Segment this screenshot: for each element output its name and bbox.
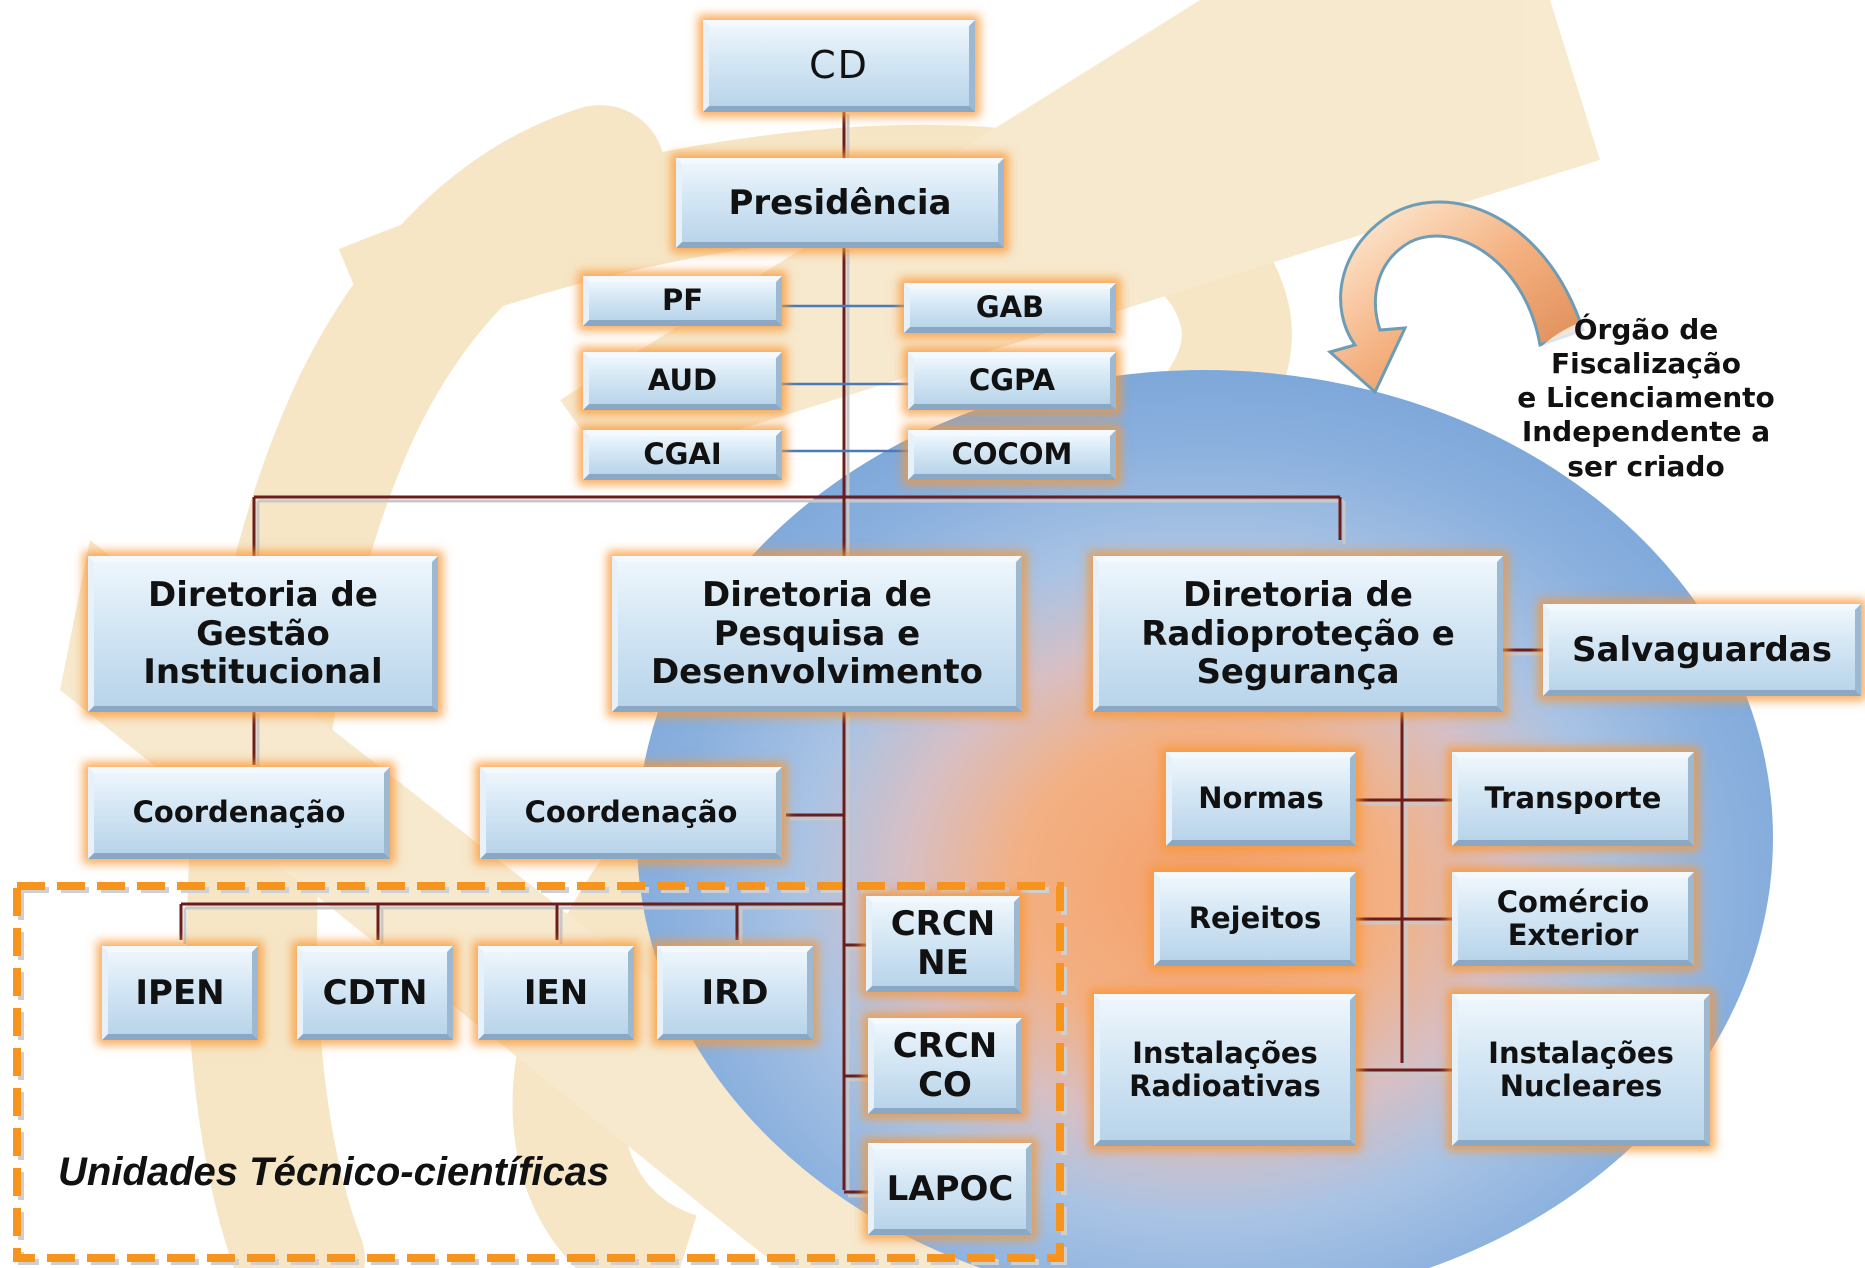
cd-box: CD xyxy=(703,20,975,112)
salvaguardas-box: Salvaguardas xyxy=(1543,604,1861,696)
transporte-box: Transporte xyxy=(1452,752,1694,846)
directorate-research-development: Diretoria de Pesquisa e Desenvolvimento xyxy=(612,556,1022,712)
independent-regulator-note: Órgão de Fiscalização e Licenciamento In… xyxy=(1517,313,1775,483)
unit-crcn-ne: CRCN NE xyxy=(866,896,1020,992)
unit-crcn-co: CRCN CO xyxy=(868,1018,1022,1114)
curved-arrow-icon xyxy=(1326,200,1585,395)
unit-ird: IRD xyxy=(657,946,813,1040)
cgai-box: CGAI xyxy=(583,430,782,480)
units-caption: Unidades Técnico-científicas xyxy=(58,1150,610,1194)
normas-box: Normas xyxy=(1166,752,1356,846)
directorate-radiation-protection-safety: Diretoria de Radioproteção e Segurança xyxy=(1093,556,1503,712)
cocom-box: COCOM xyxy=(908,430,1116,480)
unit-lapoc: LAPOC xyxy=(868,1143,1032,1235)
coordination-box-research: Coordenação xyxy=(480,767,782,859)
foreign-trade-box: Comércio Exterior xyxy=(1452,872,1694,966)
rejeitos-box: Rejeitos xyxy=(1154,872,1356,966)
unit-cdtn: CDTN xyxy=(297,946,453,1040)
nuclear-installations-box: Instalações Nucleares xyxy=(1452,994,1710,1146)
cgpa-box: CGPA xyxy=(908,352,1116,410)
radioactive-installations-box: Instalações Radioativas xyxy=(1094,994,1356,1146)
pf-box: PF xyxy=(583,276,782,326)
gab-box: GAB xyxy=(904,283,1116,333)
aud-box: AUD xyxy=(583,352,782,410)
coordination-box-management: Coordenação xyxy=(88,767,390,859)
directorate-institutional-management: Diretoria de Gestão Institucional xyxy=(88,556,438,712)
unit-ien: IEN xyxy=(478,946,634,1040)
presidency-box: Presidência xyxy=(676,158,1004,248)
unit-ipen: IPEN xyxy=(102,946,258,1040)
